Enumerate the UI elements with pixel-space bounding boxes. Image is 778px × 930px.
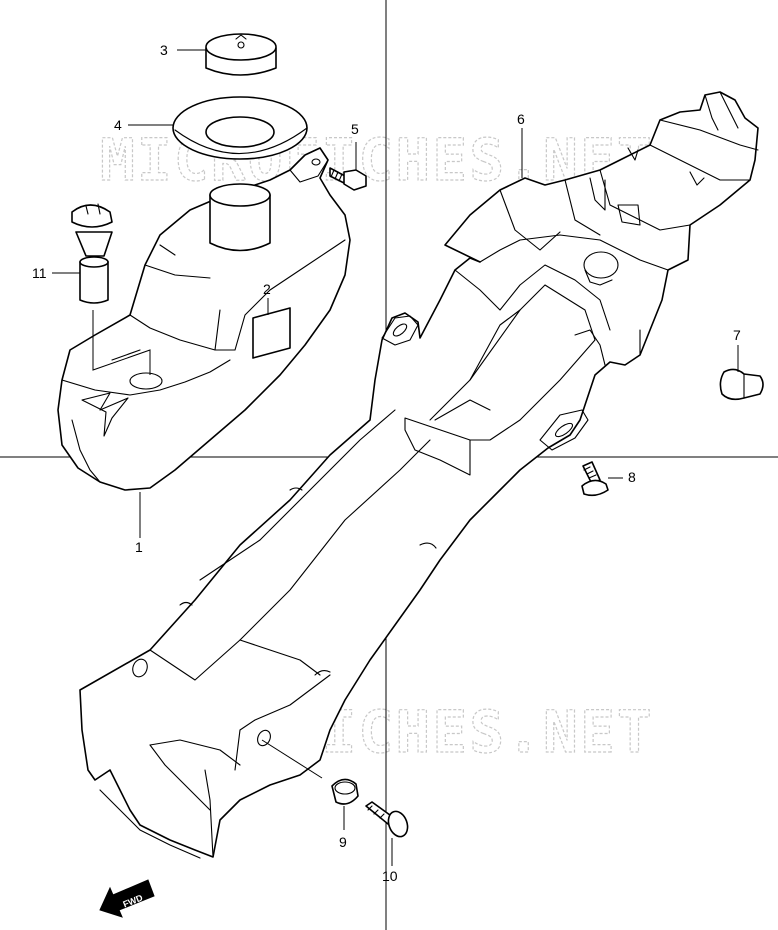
grommet-7-part	[719, 368, 764, 401]
fwd-arrow-icon: FWD	[99, 879, 155, 918]
callout-8: 8	[628, 469, 636, 485]
callout-4: 4	[114, 117, 122, 133]
callout-3: 3	[160, 42, 168, 58]
cap-part	[205, 33, 277, 76]
hose-path-line	[92, 310, 151, 375]
callout-2: 2	[263, 281, 271, 297]
callout-9: 9	[339, 834, 347, 850]
callout-6: 6	[517, 111, 525, 127]
gasket-part	[172, 96, 308, 160]
callout-1: 1	[135, 539, 143, 555]
label-sticker-part	[252, 307, 291, 359]
rear-fender-part	[79, 91, 759, 859]
callout-7: 7	[733, 327, 741, 343]
valve-11-part	[71, 203, 113, 304]
bolt-8-part	[581, 461, 609, 497]
reservoir-tank-part	[57, 147, 351, 491]
callout-10: 10	[382, 868, 398, 884]
screw-10-part	[365, 801, 409, 838]
callout-11: 11	[32, 265, 47, 281]
leader-fastener	[261, 739, 323, 779]
nut-9-part	[331, 778, 359, 805]
callout-5: 5	[351, 121, 359, 137]
